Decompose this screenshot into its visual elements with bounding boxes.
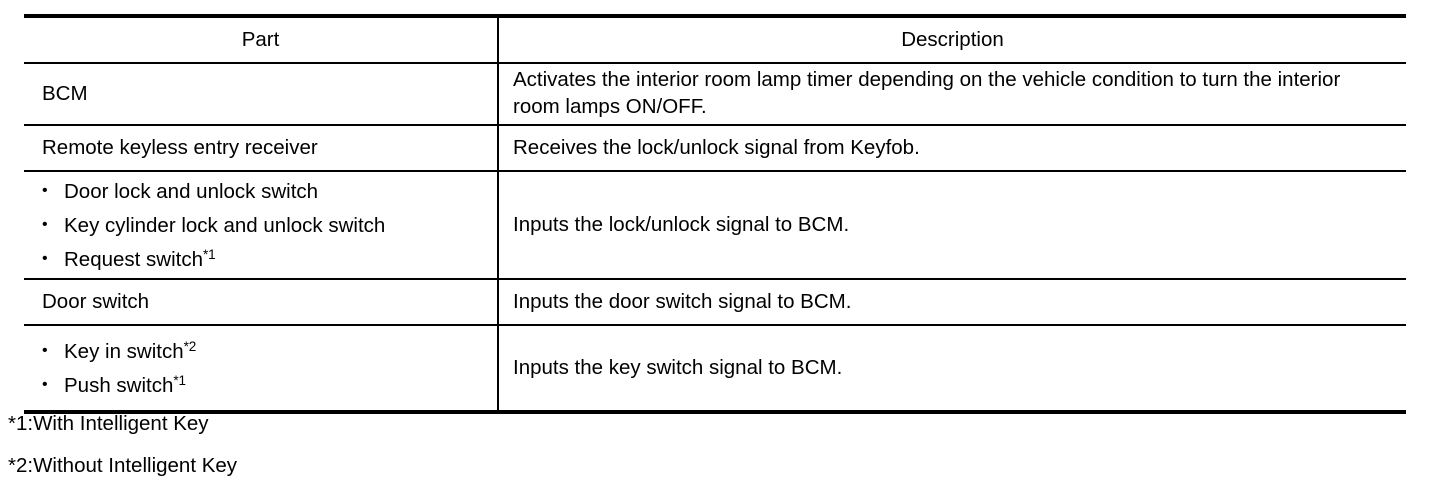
list-item-label: Key cylinder lock and unlock switch bbox=[64, 213, 386, 237]
footnote-2: *2:Without Intelligent Key bbox=[8, 453, 238, 477]
list-item: • Key cylinder lock and unlock switch bbox=[42, 213, 487, 238]
table-row: • Key in switch*2 • Push switch*1 Inputs t… bbox=[24, 324, 1406, 412]
part-label: Door switch bbox=[42, 289, 150, 313]
footnote-block: *1:With Intelligent Key *2:Without Intel… bbox=[8, 412, 608, 477]
cell-description: Inputs the key switch signal to BCM. bbox=[498, 324, 1406, 412]
cell-part: Remote keyless entry receiver bbox=[24, 124, 499, 172]
list-item: • Key in switch*2 bbox=[42, 339, 487, 364]
footnote-marker: *2 bbox=[183, 338, 197, 354]
column-header-part: Part bbox=[24, 16, 499, 64]
cell-description: Inputs the lock/unlock signal to BCM. bbox=[498, 170, 1406, 280]
cell-part: BCM bbox=[24, 62, 499, 126]
description-text: Receives the lock/unlock signal from Key… bbox=[513, 135, 920, 159]
table-header: Part Description bbox=[24, 16, 1406, 64]
cell-part: • Key in switch*2 • Push switch*1 bbox=[24, 324, 499, 412]
list-item: • Request switch*1 bbox=[42, 247, 487, 272]
cell-description: Receives the lock/unlock signal from Key… bbox=[498, 124, 1406, 172]
column-header-description: Description bbox=[498, 16, 1406, 64]
cell-part: • Door lock and unlock switch • Key cylind… bbox=[24, 170, 499, 280]
part-bullet-list: • Key in switch*2 • Push switch*1 bbox=[42, 339, 487, 398]
list-item-label: Door lock and unlock switch bbox=[64, 179, 319, 203]
description-text: Activates the interior room lamp timer d… bbox=[513, 68, 1341, 118]
part-bullet-list: • Door lock and unlock switch • Key cylind… bbox=[42, 179, 487, 272]
list-item: • Push switch*1 bbox=[42, 373, 487, 398]
part-label: BCM bbox=[42, 81, 88, 105]
part-description-table: Part Description BCM Activates the inter… bbox=[24, 14, 1406, 414]
table-row: Door switch Inputs the door switch signa… bbox=[24, 278, 1406, 326]
list-item-label: Request switch bbox=[64, 247, 204, 271]
table-row: Remote keyless entry receiver Receives t… bbox=[24, 124, 1406, 172]
description-text: Inputs the key switch signal to BCM. bbox=[513, 355, 843, 379]
list-item: • Door lock and unlock switch bbox=[42, 179, 487, 204]
table-row: • Door lock and unlock switch • Key cylind… bbox=[24, 170, 1406, 280]
list-item-label: Push switch bbox=[64, 373, 174, 397]
part-label: Remote keyless entry receiver bbox=[42, 135, 318, 159]
footnote-1: *1:With Intelligent Key bbox=[8, 412, 209, 435]
description-text: Inputs the lock/unlock signal to BCM. bbox=[513, 212, 850, 236]
footnote-marker: *1 bbox=[173, 372, 186, 388]
bullet-icon: • bbox=[42, 375, 48, 393]
cell-description: Activates the interior room lamp timer d… bbox=[498, 62, 1406, 126]
bullet-icon: • bbox=[42, 181, 48, 199]
description-text: Inputs the door switch signal to BCM. bbox=[513, 289, 852, 313]
bullet-icon: • bbox=[42, 249, 48, 267]
table-row: BCM Activates the interior room lamp tim… bbox=[24, 62, 1406, 126]
list-item-label: Key in switch bbox=[64, 339, 184, 363]
cell-description: Inputs the door switch signal to BCM. bbox=[498, 278, 1406, 326]
footnote-marker: *1 bbox=[203, 246, 216, 262]
bullet-icon: • bbox=[42, 215, 48, 233]
table-header-row: Part Description bbox=[24, 16, 1406, 64]
table-body: BCM Activates the interior room lamp tim… bbox=[24, 62, 1406, 412]
bullet-icon: • bbox=[42, 341, 48, 359]
cell-part: Door switch bbox=[24, 278, 499, 326]
